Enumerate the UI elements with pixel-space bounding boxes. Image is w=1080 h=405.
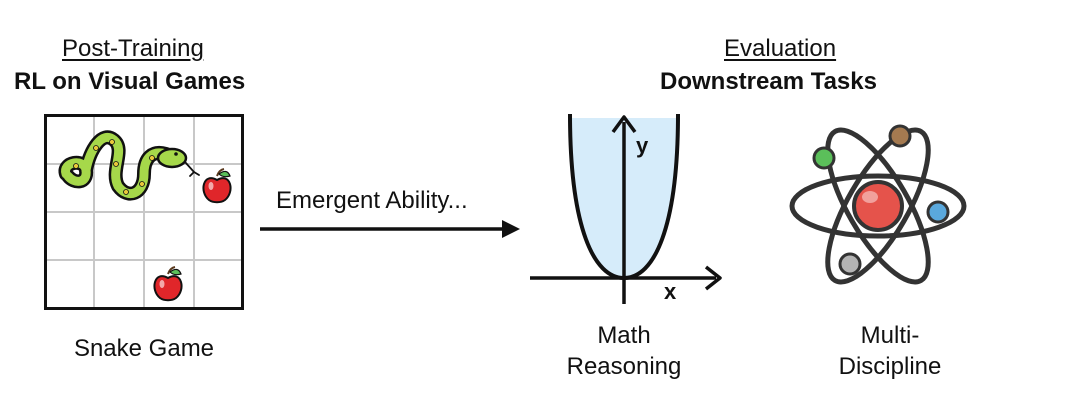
post-training-title: Post-Training	[62, 35, 204, 62]
atom-icon	[789, 124, 967, 285]
snake-game-board	[44, 114, 244, 310]
math-caption-line2: Reasoning	[566, 353, 682, 380]
snake-icon	[58, 130, 200, 201]
science-caption-line2: Discipline	[838, 353, 942, 380]
rl-visual-games-subtitle: RL on Visual Games	[14, 68, 246, 95]
electron-green	[812, 146, 836, 170]
board-border	[44, 114, 244, 310]
evaluation-title: Evaluation	[724, 35, 837, 62]
electron-brown	[888, 124, 912, 148]
math-reasoning-caption: Math Reasoning	[544, 320, 704, 382]
science-caption-line1: Multi-	[860, 322, 920, 349]
x-axis-label: x	[664, 279, 677, 304]
multi-discipline-caption: Multi- Discipline	[810, 320, 970, 382]
emergent-ability-label: Emergent Ability...	[276, 187, 468, 214]
apple-icon	[202, 168, 232, 204]
electron-gray	[838, 252, 862, 276]
parabola-graph-icon	[530, 113, 722, 304]
electron-blue	[926, 200, 950, 224]
emergent-arrow	[260, 220, 520, 238]
math-caption-line1: Math	[597, 322, 651, 349]
nucleus	[852, 180, 904, 232]
grid-lines	[46, 116, 242, 308]
y-axis-label: y	[636, 133, 649, 158]
apple-icon	[153, 266, 183, 302]
downstream-tasks-subtitle: Downstream Tasks	[660, 68, 877, 95]
snake-game-caption: Snake Game	[73, 335, 215, 362]
